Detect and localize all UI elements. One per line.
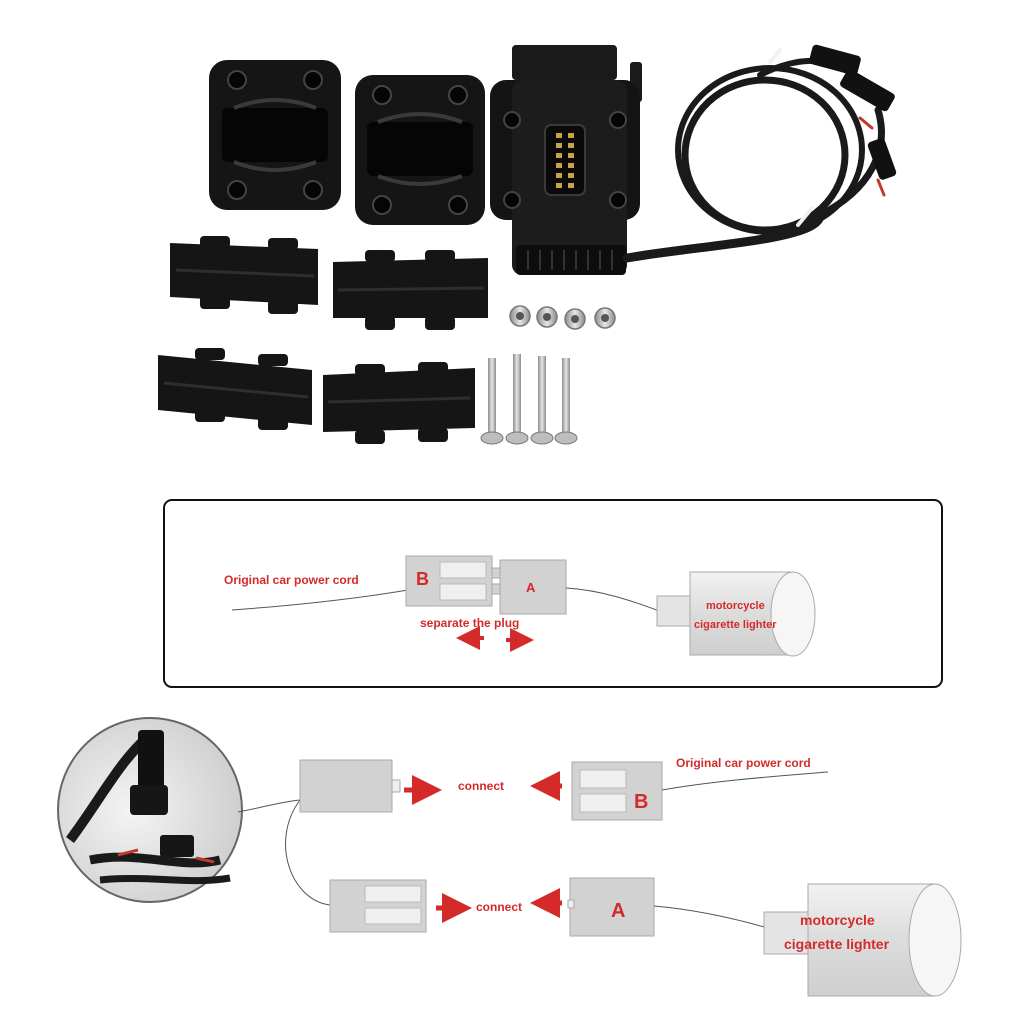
- cigarette-lighter-icon: [763, 883, 962, 997]
- rubber-pad-icon: [158, 348, 312, 430]
- plug-b-label: B: [634, 791, 648, 813]
- harness-plug-top-icon: [299, 759, 401, 813]
- connector-zoom-photo: [57, 717, 243, 903]
- power-cable-icon: [622, 44, 897, 263]
- plug-a-icon: [499, 559, 567, 615]
- gps-cradle-icon: [490, 45, 642, 275]
- lock-nut-icon: [509, 305, 531, 327]
- cigarette-lighter-icon: [656, 571, 816, 657]
- separate-label: separate the plug: [420, 616, 519, 630]
- rubber-pad-icon: [323, 362, 475, 444]
- connect-label-bottom: connect: [476, 900, 522, 914]
- bolt-icon: [530, 356, 554, 445]
- connect-plug-panel: connect B Original car power cord connec…: [57, 717, 962, 997]
- plug-b-icon: [405, 555, 501, 607]
- bolt-icon: [505, 354, 529, 445]
- plug-a-label: A: [526, 580, 536, 595]
- clamp-block-icon: [355, 75, 485, 225]
- clamp-block-icon: [209, 60, 341, 210]
- cord-label: Original car power cord: [676, 756, 811, 770]
- harness-plug-bottom-icon: [329, 879, 427, 933]
- plug-a-label: A: [611, 900, 625, 922]
- product-photo: [158, 44, 897, 445]
- bolt-icon: [480, 358, 504, 445]
- lock-nut-icon: [594, 307, 616, 329]
- lighter-label-2: cigarette lighter: [784, 936, 890, 952]
- rubber-pad-icon: [333, 250, 488, 330]
- connect-label-top: connect: [458, 779, 504, 793]
- plug-a-icon: [567, 877, 655, 937]
- lighter-label-1: motorcycle: [706, 600, 765, 612]
- lock-nut-icon: [564, 308, 586, 330]
- separate-plug-panel: Original car power cord B A separate the…: [163, 499, 943, 688]
- rubber-pad-icon: [170, 236, 318, 314]
- cord-label: Original car power cord: [224, 573, 359, 587]
- bolt-icon: [554, 358, 578, 445]
- plug-b-label: B: [416, 569, 429, 589]
- lock-nut-icon: [536, 306, 558, 328]
- lighter-label-1: motorcycle: [800, 912, 875, 928]
- plug-b-icon: [571, 761, 663, 821]
- separate-arrows-icon: [456, 626, 534, 652]
- lighter-label-2: cigarette lighter: [694, 619, 777, 631]
